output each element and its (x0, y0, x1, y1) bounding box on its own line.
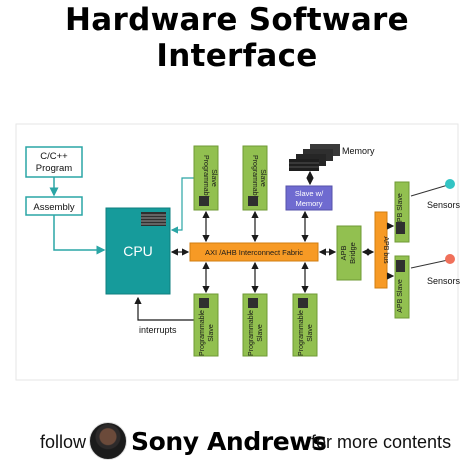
prog-slave-bottom-3: Programmable Slave (292, 293, 318, 357)
apb-bridge-label-2: Bridge (348, 242, 357, 264)
register-icon (396, 222, 405, 234)
follow-text: follow (40, 432, 87, 452)
title-line-2: Interface (156, 38, 318, 74)
hw-sw-diagram: C/C++ Program Assembly CPU interrupts AX… (15, 123, 461, 381)
sensor-bottom-wire (410, 259, 449, 269)
register-icon (298, 298, 308, 308)
title-line-1: Hardware Software (65, 2, 409, 38)
apb-slave-bottom: APB Slave (394, 255, 410, 319)
program-box: C/C++ Program (25, 146, 83, 178)
cpu-label: CPU (123, 243, 153, 259)
prog-slave-bottom-1: Programmable Slave (193, 293, 219, 357)
program-label-2: Program (36, 163, 73, 174)
register-icon (248, 298, 258, 308)
program-label-1: C/C++ (40, 151, 68, 162)
slave-to-cpu-line (170, 177, 194, 234)
apb-slave-top: APB Slave (394, 181, 410, 243)
prog-slave-bottom-3-label-1: Programmable (298, 310, 305, 356)
sensor-bottom-icon (445, 254, 455, 264)
more-contents-text: for more contents (311, 432, 452, 452)
prog-slave-top-2: Programmable Slave (242, 145, 268, 211)
apb-bus: APB bus (374, 211, 389, 289)
assembly-label: Assembly (33, 202, 74, 213)
cpu-block: CPU (105, 207, 171, 295)
cpu-chip-icon (141, 212, 166, 226)
slave-with-memory: Slave w/ Memory (285, 185, 333, 211)
apb-bridge: APB Bridge (336, 225, 362, 281)
interrupts-label: interrupts (139, 325, 177, 335)
avatar (89, 422, 127, 460)
register-icon (199, 196, 209, 206)
prog-slave-top-2-label-1: Programmable (251, 155, 258, 201)
memory-label: Memory (342, 146, 375, 156)
prog-slave-top-1-label-1: Programmable (202, 155, 209, 201)
interconnect-label: AXI /AHB Interconnect Fabric (205, 248, 303, 257)
prog-slave-top-1: Programmable Slave (193, 145, 219, 211)
sensor-top-label: Sensors (427, 200, 461, 210)
register-icon (248, 196, 258, 206)
sensor-top-icon (445, 179, 455, 189)
apb-slave-top-label: APB Slave (397, 193, 404, 227)
slave-memory-label-2: Memory (295, 199, 322, 208)
prog-slave-bottom-2: Programmable Slave (242, 293, 268, 357)
interrupts-arrow (134, 296, 194, 321)
apb-bus-label: APB bus (382, 236, 389, 264)
prog-slave-bottom-1-label-1: Programmable (199, 310, 206, 356)
assembly-to-cpu-arrow (53, 215, 106, 255)
author-name: Sony Andrews (131, 427, 327, 456)
prog-slave-top-2-label-2: Slave (259, 169, 266, 187)
interconnect-fabric: AXI /AHB Interconnect Fabric (189, 242, 319, 262)
memory-stack-icon (289, 144, 340, 171)
prog-slave-bottom-2-label-2: Slave (257, 324, 264, 342)
sensor-top-wire (410, 184, 449, 197)
apb-bridge-label-1: APB (339, 245, 348, 260)
assembly-box: Assembly (25, 196, 83, 216)
prog-slave-bottom-3-label-2: Slave (307, 324, 314, 342)
prog-slave-top-1-label-2: Slave (210, 169, 217, 187)
prog-slave-bottom-2-label-1: Programmable (248, 310, 255, 356)
sensor-bottom-label: Sensors (427, 276, 461, 286)
apb-slave-bottom-label: APB Slave (397, 279, 404, 313)
register-icon (199, 298, 209, 308)
slave-memory-label-1: Slave w/ (295, 189, 324, 198)
prog-slave-bottom-1-label-2: Slave (208, 324, 215, 342)
footer: follow Sony Andrews for more contents (0, 420, 474, 464)
register-icon (396, 260, 405, 272)
